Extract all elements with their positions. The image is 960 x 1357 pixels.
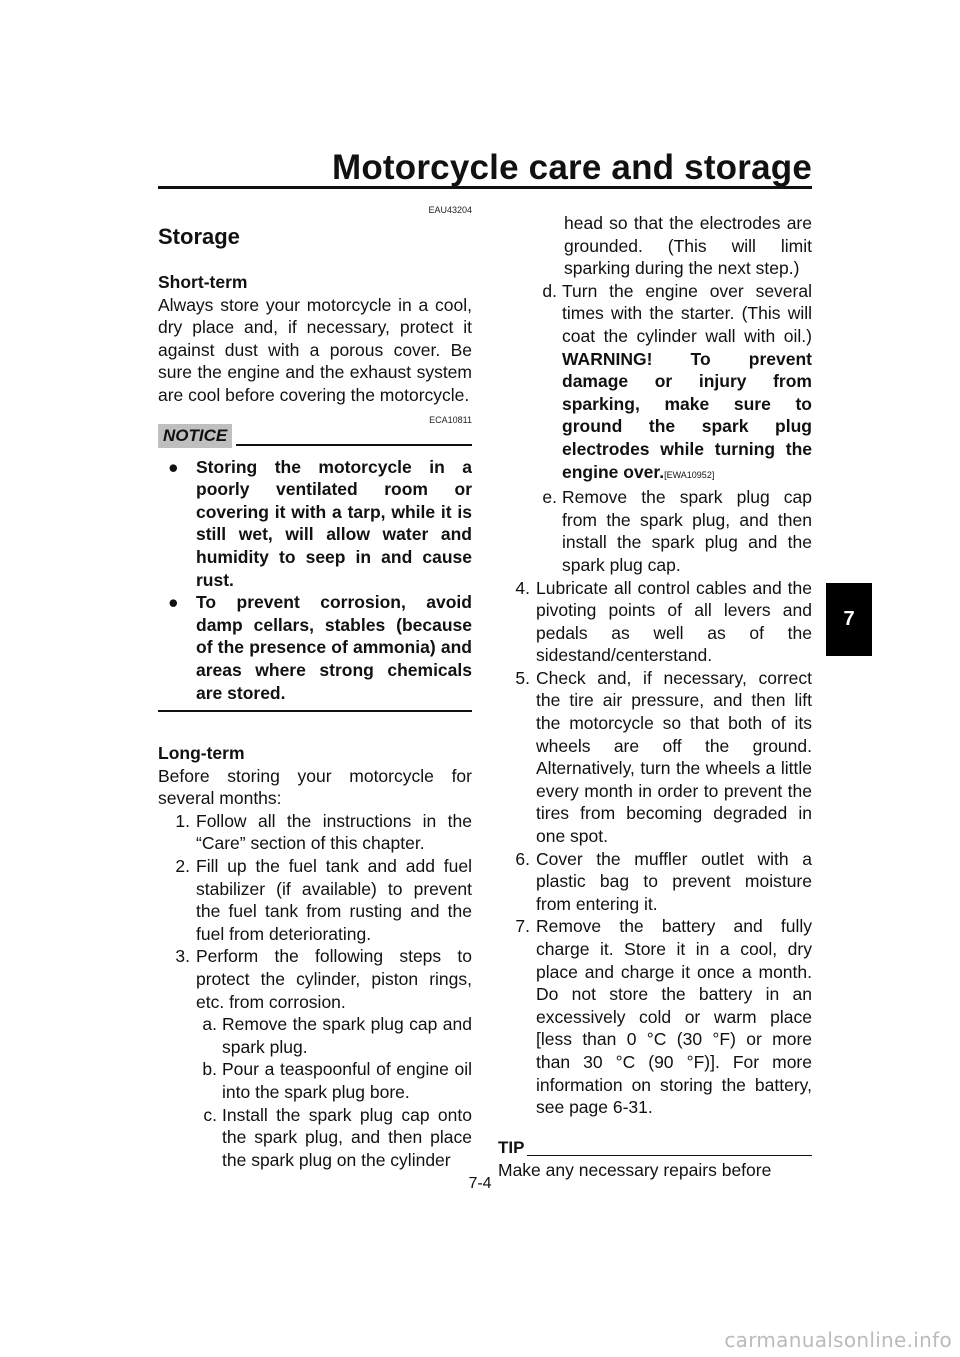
notice-bullet: ● Storing the motorcycle in a poorly ven…	[158, 456, 472, 592]
list-item: 4. Lubricate all control cables and the …	[498, 577, 812, 667]
sub-list-letter: b.	[202, 1059, 217, 1080]
sub-list-letter: a.	[202, 1014, 217, 1035]
sub-list-continuation: head so that the electrodes are grounded…	[564, 213, 812, 279]
sub-list-text: Remove the spark plug cap and spark plug…	[222, 1014, 472, 1057]
warning-code: [EWA10952]	[664, 469, 715, 480]
list-number: 4.	[515, 577, 530, 598]
section-code: EAU43204	[428, 205, 472, 215]
bullet-icon: ●	[168, 456, 179, 477]
notice-header: NOTICE	[158, 423, 472, 448]
sub-list-text-body: Turn the engine over several times with …	[562, 280, 812, 346]
short-term-text: Always store your motorcycle in a cool, …	[158, 294, 472, 405]
long-term-heading: Long-term	[158, 743, 245, 764]
short-term-heading: Short-term	[158, 272, 248, 292]
sub-list-text: Turn the engine over several times with …	[562, 280, 812, 486]
list-item: 5. Check and, if necessary, correct the …	[498, 667, 812, 848]
sub-list-item: b. Pour a teaspoonful of engine oil into…	[158, 1058, 472, 1103]
sub-list-item: a. Remove the spark plug cap and spark p…	[158, 1013, 472, 1058]
list-text: Follow all the instructions in the “Care…	[196, 810, 472, 854]
notice-bullet-text: Storing the motorcycle in a poorly venti…	[196, 456, 472, 590]
right-column: head so that the electrodes are grounded…	[498, 212, 812, 1182]
notice-rule	[236, 443, 472, 446]
watermark: carmanualsonline.info	[724, 1328, 952, 1352]
notice-bullet: ● To prevent corrosion, avoid damp cella…	[158, 591, 472, 704]
chapter-tab: 7	[826, 583, 872, 656]
sub-list-item: e. Remove the spark plug cap from the sp…	[498, 486, 812, 576]
tip-label: TIP	[498, 1137, 525, 1157]
list-number: 2.	[175, 856, 190, 877]
list-text: Remove the battery and fully charge it. …	[536, 916, 812, 1118]
list-number: 3.	[175, 946, 190, 967]
list-number: 7.	[515, 916, 530, 937]
sub-list-letter: d.	[542, 280, 557, 301]
sub-list-letter: c.	[203, 1104, 217, 1125]
sub-list-item: d. Turn the engine over several times wi…	[498, 280, 812, 486]
list-number: 1.	[175, 810, 190, 831]
list-text: Cover the muffler outlet with a plastic …	[536, 848, 812, 914]
section-title: Storage	[158, 224, 240, 249]
list-item: 7. Remove the battery and fully charge i…	[498, 915, 812, 1118]
list-item: 6. Cover the muffler outlet with a plast…	[498, 848, 812, 916]
long-term-intro: Before storing your motorcycle for sever…	[158, 765, 472, 809]
left-column: EAU43204 Storage Short-term Always store…	[158, 205, 472, 1171]
bullet-icon: ●	[168, 592, 179, 613]
list-item: 2. Fill up the fuel tank and add fuel st…	[158, 855, 472, 945]
list-item: 3. Perform the following steps to protec…	[158, 945, 472, 1013]
list-item: 1. Follow all the instructions in the “C…	[158, 810, 472, 855]
sub-list-item: c. Install the spark plug cap onto the s…	[158, 1104, 472, 1172]
list-number: 5.	[515, 667, 530, 688]
warning-text: WARNING! To prevent damage or injury fro…	[562, 348, 812, 482]
list-number: 6.	[515, 848, 530, 869]
list-text: Lubricate all control cables and the piv…	[536, 577, 812, 666]
sub-list-text: Install the spark plug cap onto the spar…	[222, 1104, 472, 1170]
list-text: Fill up the fuel tank and add fuel stabi…	[196, 856, 472, 944]
list-text: Perform the following steps to protect t…	[196, 946, 472, 1012]
header-rule	[158, 186, 812, 189]
sub-list-text: Pour a teaspoonful of engine oil into th…	[222, 1059, 472, 1102]
notice-code: ECA10811	[429, 414, 472, 425]
tip-text: Make any necessary repairs before	[498, 1160, 772, 1181]
notice-label: NOTICE	[158, 423, 233, 448]
list-text: Check and, if necessary, correct the tir…	[536, 667, 812, 847]
sub-list-text: Remove the spark plug cap from the spark…	[562, 487, 812, 575]
notice-box: ● Storing the motorcycle in a poorly ven…	[158, 448, 472, 713]
tip-rule	[527, 1154, 812, 1157]
sub-list-letter: e.	[542, 487, 557, 508]
page-title: Motorcycle care and storage	[331, 148, 812, 187]
page-number: 7-4	[468, 1175, 492, 1192]
tip-header: TIP	[498, 1137, 812, 1160]
notice-bullet-text: To prevent corrosion, avoid damp cellars…	[196, 592, 472, 703]
